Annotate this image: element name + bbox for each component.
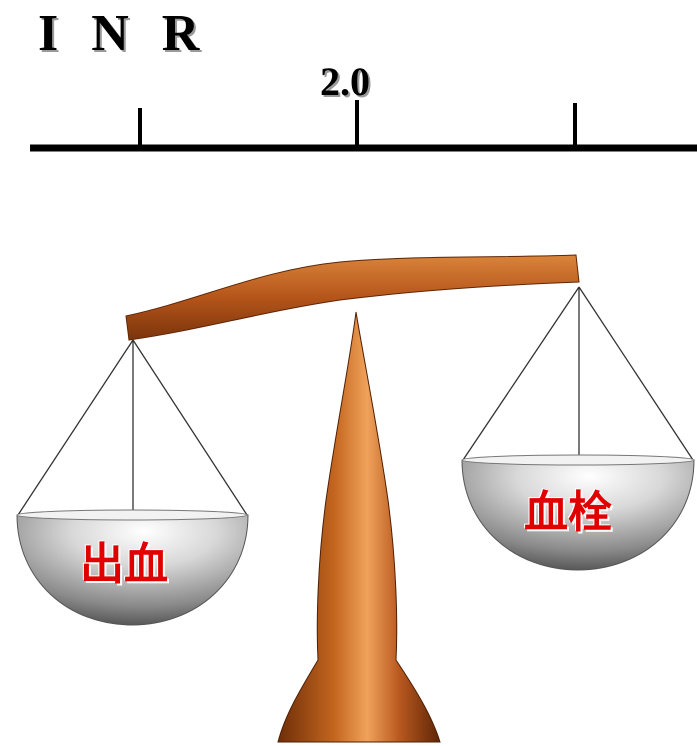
inr-axis-label: I N R — [38, 5, 210, 62]
scale-stand — [277, 311, 441, 743]
inr-tick-label: 2.0 — [320, 59, 370, 104]
left-pan — [16, 509, 249, 626]
thrombosis-pan-label: 血栓 — [524, 487, 612, 538]
right-pan — [461, 454, 695, 571]
right-pan-strings — [462, 286, 694, 461]
bleeding-pan-label: 出血 — [80, 539, 168, 590]
inr-axis — [30, 100, 697, 152]
left-pan-strings — [17, 339, 248, 516]
scale-beam — [125, 254, 580, 341]
